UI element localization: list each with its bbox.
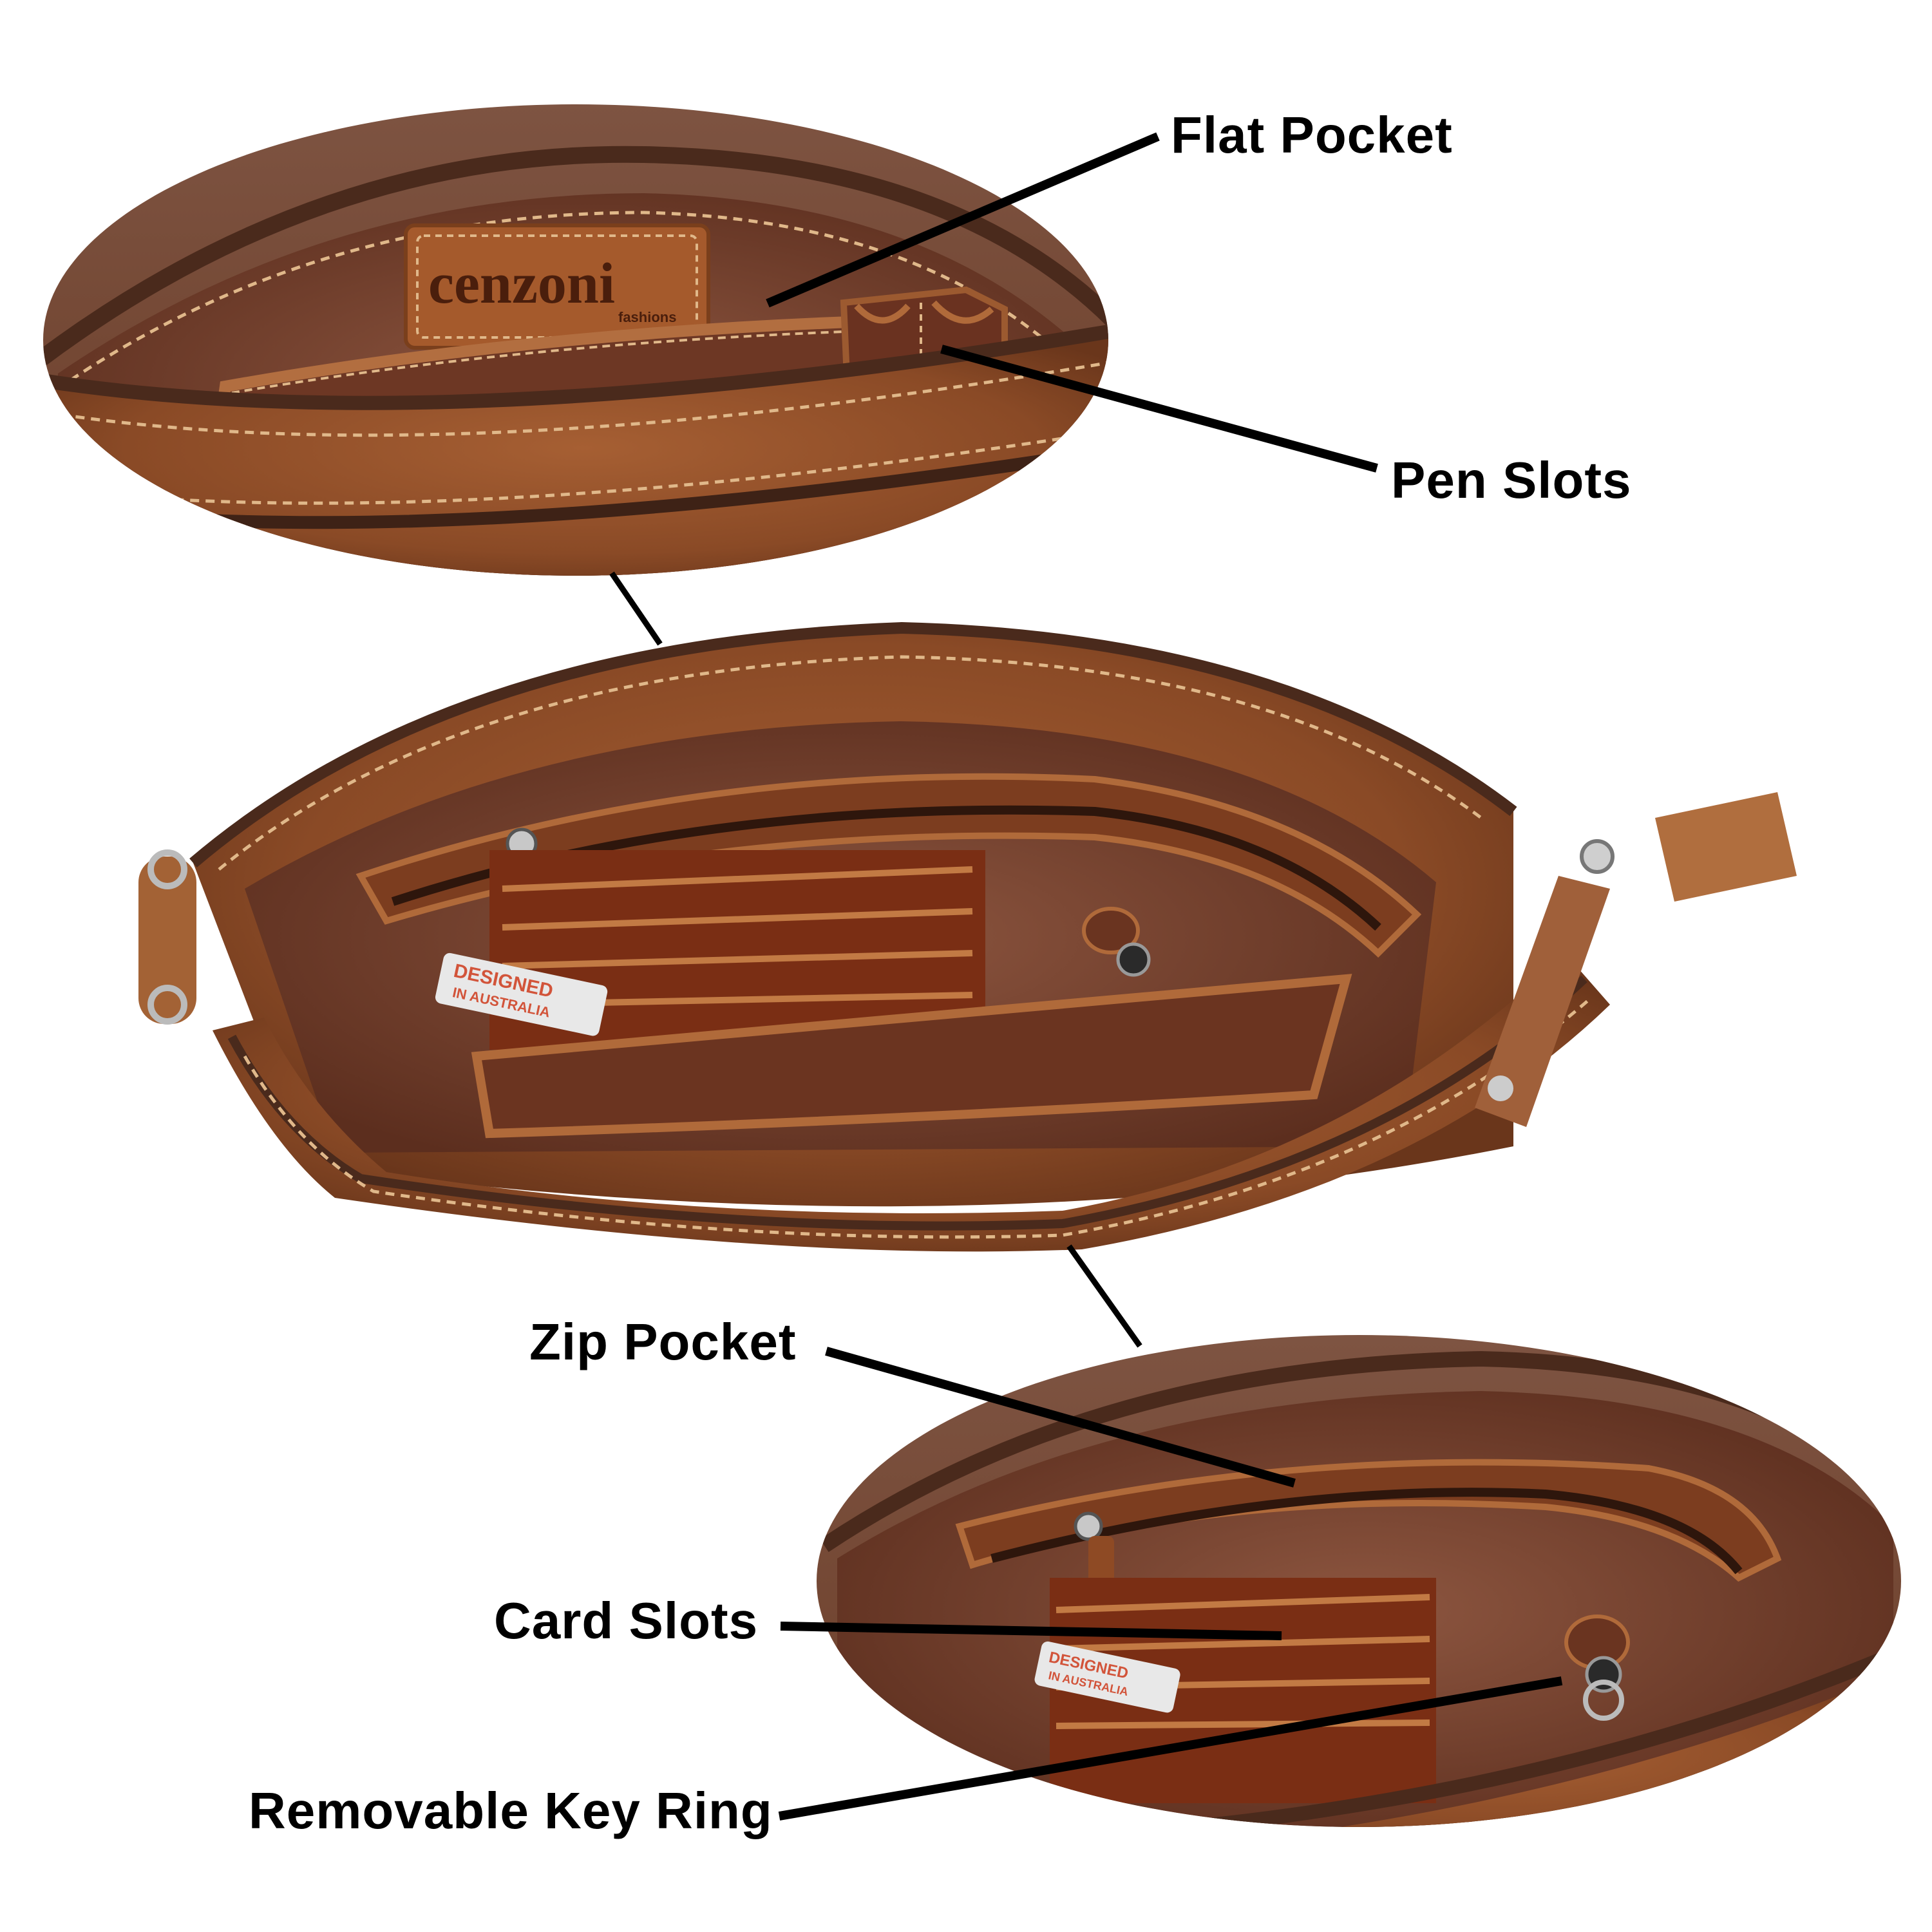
leader-zip-pocket [825,1347,1296,1488]
label-removable-key-ring: Removable Key Ring [249,1782,773,1839]
brand-patch: cenzoni fashions [404,223,710,350]
connector-top-to-main [609,571,663,646]
label-zip-pocket: Zip Pocket [529,1313,797,1370]
top-closeup-ellipse: cenzoni fashions [43,104,1108,576]
zip-pull-tab [1475,792,1797,1127]
leader-lines [609,132,1563,1821]
brand-logo-text: cenzoni [428,252,615,316]
leader-flat-pocket [766,132,1160,308]
main-bag: DESIGNED IN AUSTRALIA [138,621,1797,1252]
card-slots-shape [489,850,985,1050]
leader-key-ring [778,1676,1563,1821]
leader-card-slots [780,1622,1282,1640]
label-pen-slots: Pen Slots [1391,451,1632,509]
brand-logo-subtext: fashions [618,309,676,325]
label-flat-pocket: Flat Pocket [1171,106,1453,164]
leader-pen-slots [940,345,1378,473]
key-ring-shape [1082,907,1151,977]
bottom-closeup-ellipse: DESIGNED IN AUSTRALIA [817,1335,1901,1827]
label-card-slots: Card Slots [494,1592,759,1649]
connector-main-to-bottom [1066,1244,1142,1348]
